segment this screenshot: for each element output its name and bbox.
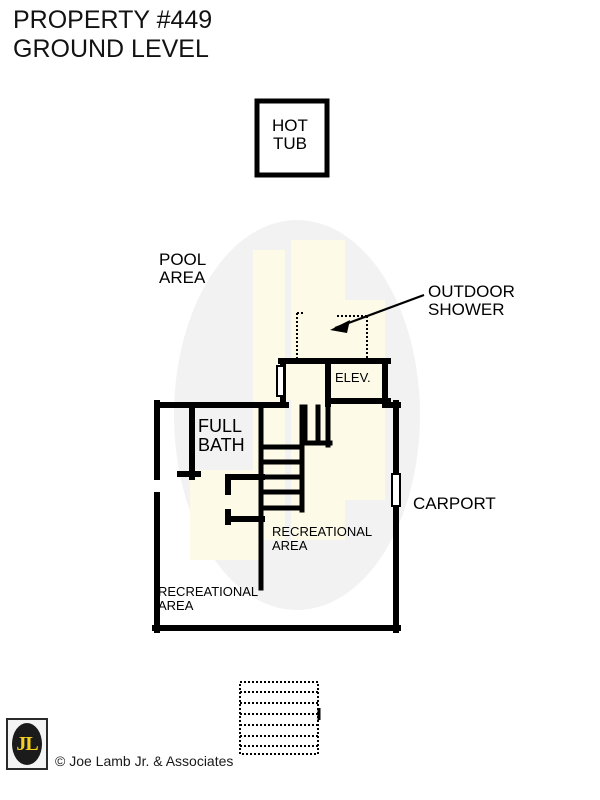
room-label-elevator: ELEV. bbox=[335, 370, 371, 385]
hot-tub-outline bbox=[254, 98, 330, 178]
logo-oval-shape: JL bbox=[12, 723, 42, 765]
logo-initials: JL bbox=[16, 733, 38, 755]
room-label-recreational-area-lower: RECREATIONAL AREA bbox=[158, 584, 259, 614]
room-label-pool-area: POOL AREA bbox=[159, 250, 207, 288]
room-label-carport: CARPORT bbox=[413, 494, 496, 513]
company-logo: JL bbox=[6, 718, 48, 770]
main-house-outline bbox=[152, 400, 401, 633]
page-title: PROPERTY #449 GROUND LEVEL bbox=[13, 8, 212, 66]
left-wall-door-opening bbox=[154, 480, 161, 492]
annotation-outdoor-shower: OUTDOOR SHOWER bbox=[428, 282, 515, 320]
staircase bbox=[258, 403, 305, 591]
room-label-recreational-area-upper: RECREATIONAL AREA bbox=[272, 524, 373, 554]
outdoor-shower-enclosure bbox=[296, 312, 368, 358]
title-line-property: PROPERTY #449 bbox=[13, 6, 213, 34]
copyright-text: © Joe Lamb Jr. & Associates bbox=[55, 753, 234, 769]
full-bath-walls bbox=[177, 403, 265, 525]
room-label-hot-tub: HOT TUB bbox=[272, 116, 308, 154]
footer: JL © Joe Lamb Jr. & Associates bbox=[6, 718, 233, 770]
room-label-full-bath: FULL BATH bbox=[198, 416, 245, 456]
outdoor-shower-arrow bbox=[330, 293, 425, 333]
shower-door-opening bbox=[276, 365, 285, 397]
exterior-stairs-dotted bbox=[239, 681, 319, 755]
title-line-level: GROUND LEVEL bbox=[13, 35, 209, 63]
landing-partitions bbox=[299, 402, 333, 448]
carport-door-opening bbox=[391, 473, 401, 507]
